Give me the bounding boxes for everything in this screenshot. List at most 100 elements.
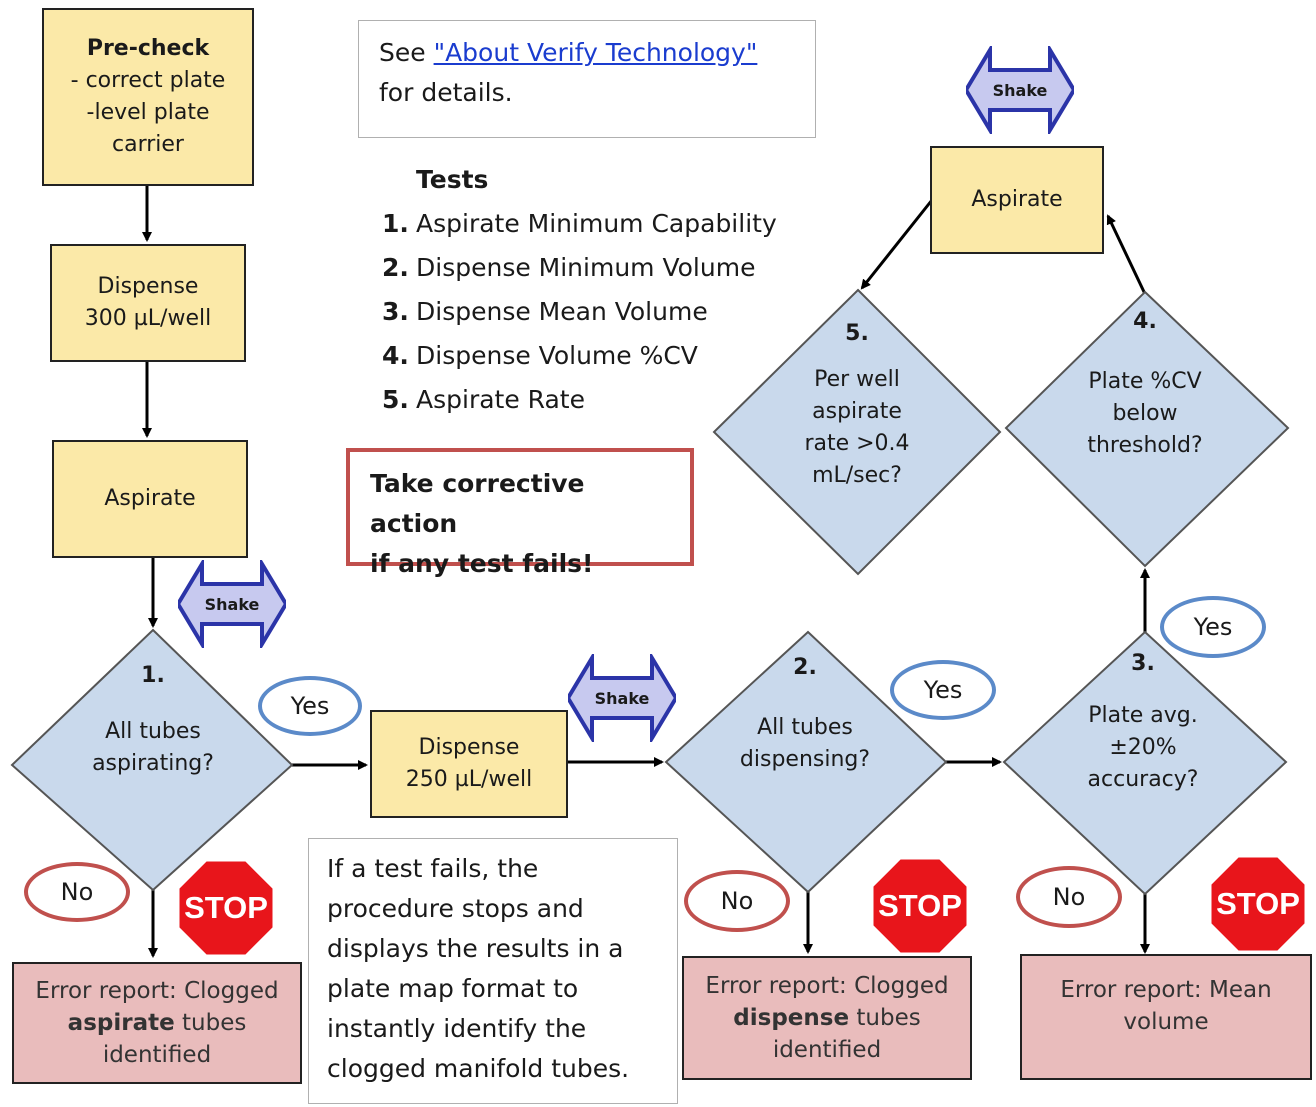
fail-note-line: procedure stops and xyxy=(327,894,584,923)
arrow-aspirate-to-decision5 xyxy=(860,199,934,290)
decision-5-number: 5. xyxy=(845,321,869,346)
see-details-note: See "About Verify Technology" for detail… xyxy=(358,20,816,138)
decision-4-text: 4. Plate %CV below threshold? xyxy=(1052,306,1238,462)
no-oval-2: No xyxy=(684,870,790,932)
error-1-line2: aspirate tubes xyxy=(68,1007,247,1039)
decision-2-line1: All tubes xyxy=(757,715,853,740)
decision-1-line2: aspirating? xyxy=(92,751,214,776)
stop-sign-icon: STOP xyxy=(1208,854,1308,954)
no-oval-3: No xyxy=(1016,866,1122,928)
aspirate-box-left: Aspirate xyxy=(52,440,248,558)
decision-4-line2: below xyxy=(1112,401,1178,426)
decision-3-line3: accuracy? xyxy=(1087,767,1199,792)
error-2-line1: Error report: Clogged xyxy=(705,973,949,999)
precheck-line1: - correct plate xyxy=(70,68,226,93)
test-item: 1.Aspirate Minimum Capability xyxy=(382,202,777,246)
decision-5-line2: aspirate xyxy=(812,399,902,424)
aspirate-label-left: Aspirate xyxy=(104,486,196,511)
error-1-line3: identified xyxy=(102,1042,212,1068)
fail-note-line: clogged manifold tubes. xyxy=(327,1054,630,1083)
test-item: 5.Aspirate Rate xyxy=(382,378,777,422)
yes-label: Yes xyxy=(1193,613,1233,641)
shake-arrow-icon: Shake xyxy=(568,654,676,742)
warning-line1: Take corrective action xyxy=(370,469,585,538)
decision-5-line4: mL/sec? xyxy=(812,463,902,488)
test-number: 1. xyxy=(382,209,409,238)
decision-3-text: 3. Plate avg. ±20% accuracy? xyxy=(1050,648,1236,796)
see-suffix: for details. xyxy=(379,78,513,107)
precheck-line3: carrier xyxy=(112,132,184,157)
fail-explanation-note: If a test fails, the procedure stops and… xyxy=(308,838,678,1104)
stop-text: STOP xyxy=(184,890,268,925)
stop-sign-icon: STOP xyxy=(176,858,276,958)
yes-label: Yes xyxy=(290,692,330,720)
decision-2-diamond xyxy=(664,630,948,894)
stop-text: STOP xyxy=(878,888,962,923)
yes-label: Yes xyxy=(923,676,963,704)
test-number: 2. xyxy=(382,253,409,282)
tests-list: Tests 1.Aspirate Minimum Capability 2.Di… xyxy=(382,158,777,422)
aspirate-label-top: Aspirate xyxy=(971,187,1063,212)
decision-4-line3: threshold? xyxy=(1087,433,1203,458)
error-2-rest: tubes xyxy=(849,1005,921,1031)
decision-1-number: 1. xyxy=(141,663,165,688)
shake-arrow-icon: Shake xyxy=(178,560,286,648)
test-label: Aspirate Minimum Capability xyxy=(416,209,777,238)
dispense-300-line1: Dispense xyxy=(97,274,199,299)
arrow-decision4-to-aspirate xyxy=(1106,214,1147,295)
dispense-300-line2: 300 µL/well xyxy=(84,306,212,331)
error-2-line3: identified xyxy=(772,1037,882,1063)
yes-oval-1: Yes xyxy=(258,676,362,736)
decision-5-text: 5. Per well aspirate rate >0.4 mL/sec? xyxy=(764,318,950,492)
error-3-line1: Error report: Mean xyxy=(1060,977,1272,1003)
error-2-line2: dispense tubes xyxy=(733,1002,920,1034)
test-label: Aspirate Rate xyxy=(416,385,585,414)
test-label: Dispense Mean Volume xyxy=(416,297,708,326)
decision-3-diamond xyxy=(1002,630,1288,896)
error-1-rest: tubes xyxy=(174,1010,247,1036)
shake-arrow-icon: Shake xyxy=(966,46,1074,134)
about-verify-link[interactable]: "About Verify Technology" xyxy=(433,38,758,67)
decision-4-number: 4. xyxy=(1133,309,1157,334)
decision-1-line1: All tubes xyxy=(105,719,201,744)
tests-title: Tests xyxy=(416,165,489,194)
test-item: 4.Dispense Volume %CV xyxy=(382,334,777,378)
test-item: 3.Dispense Mean Volume xyxy=(382,290,777,334)
test-number: 3. xyxy=(382,297,409,326)
fail-note-line: If a test fails, the xyxy=(327,854,539,883)
shake-text: Shake xyxy=(993,81,1048,100)
dispense-250-line2: 250 µL/well xyxy=(405,767,533,792)
no-label: No xyxy=(1052,883,1086,911)
test-item: 2.Dispense Minimum Volume xyxy=(382,246,777,290)
error-report-mean-volume: Error report: Mean volume xyxy=(1020,954,1312,1080)
yes-oval-2: Yes xyxy=(890,660,996,720)
aspirate-box-top: Aspirate xyxy=(930,146,1104,254)
no-oval-1: No xyxy=(24,862,130,922)
no-label: No xyxy=(60,878,94,906)
shake-text: Shake xyxy=(205,595,260,614)
corrective-action-warning: Take corrective action if any test fails… xyxy=(346,448,694,578)
decision-5-diamond xyxy=(712,288,1002,576)
warning-line2: if any test fails! xyxy=(370,549,594,578)
decision-2-line2: dispensing? xyxy=(739,747,871,772)
dispense-250-line1: Dispense xyxy=(418,735,520,760)
error-1-bold: aspirate xyxy=(67,1010,175,1036)
fail-note-line: plate map format to xyxy=(327,974,579,1003)
stop-sign-icon: STOP xyxy=(870,856,970,956)
test-label: Dispense Volume %CV xyxy=(416,341,698,370)
decision-1-diamond xyxy=(10,628,294,892)
test-number: 5. xyxy=(382,385,409,414)
dispense-300-box: Dispense 300 µL/well xyxy=(50,244,246,362)
see-prefix: See xyxy=(379,38,434,67)
decision-5-line1: Per well xyxy=(814,367,900,392)
test-number: 4. xyxy=(382,341,409,370)
precheck-line2: -level plate xyxy=(86,100,210,125)
fail-note-line: instantly identify the xyxy=(327,1014,587,1043)
decision-4-diamond xyxy=(1004,290,1290,568)
decision-4-line1: Plate %CV xyxy=(1088,369,1202,394)
dispense-250-box: Dispense 250 µL/well xyxy=(370,710,568,818)
error-3-line2: volume xyxy=(1123,1009,1209,1035)
error-1-line1: Error report: Clogged xyxy=(35,978,279,1004)
decision-5-line3: rate >0.4 xyxy=(804,431,910,456)
